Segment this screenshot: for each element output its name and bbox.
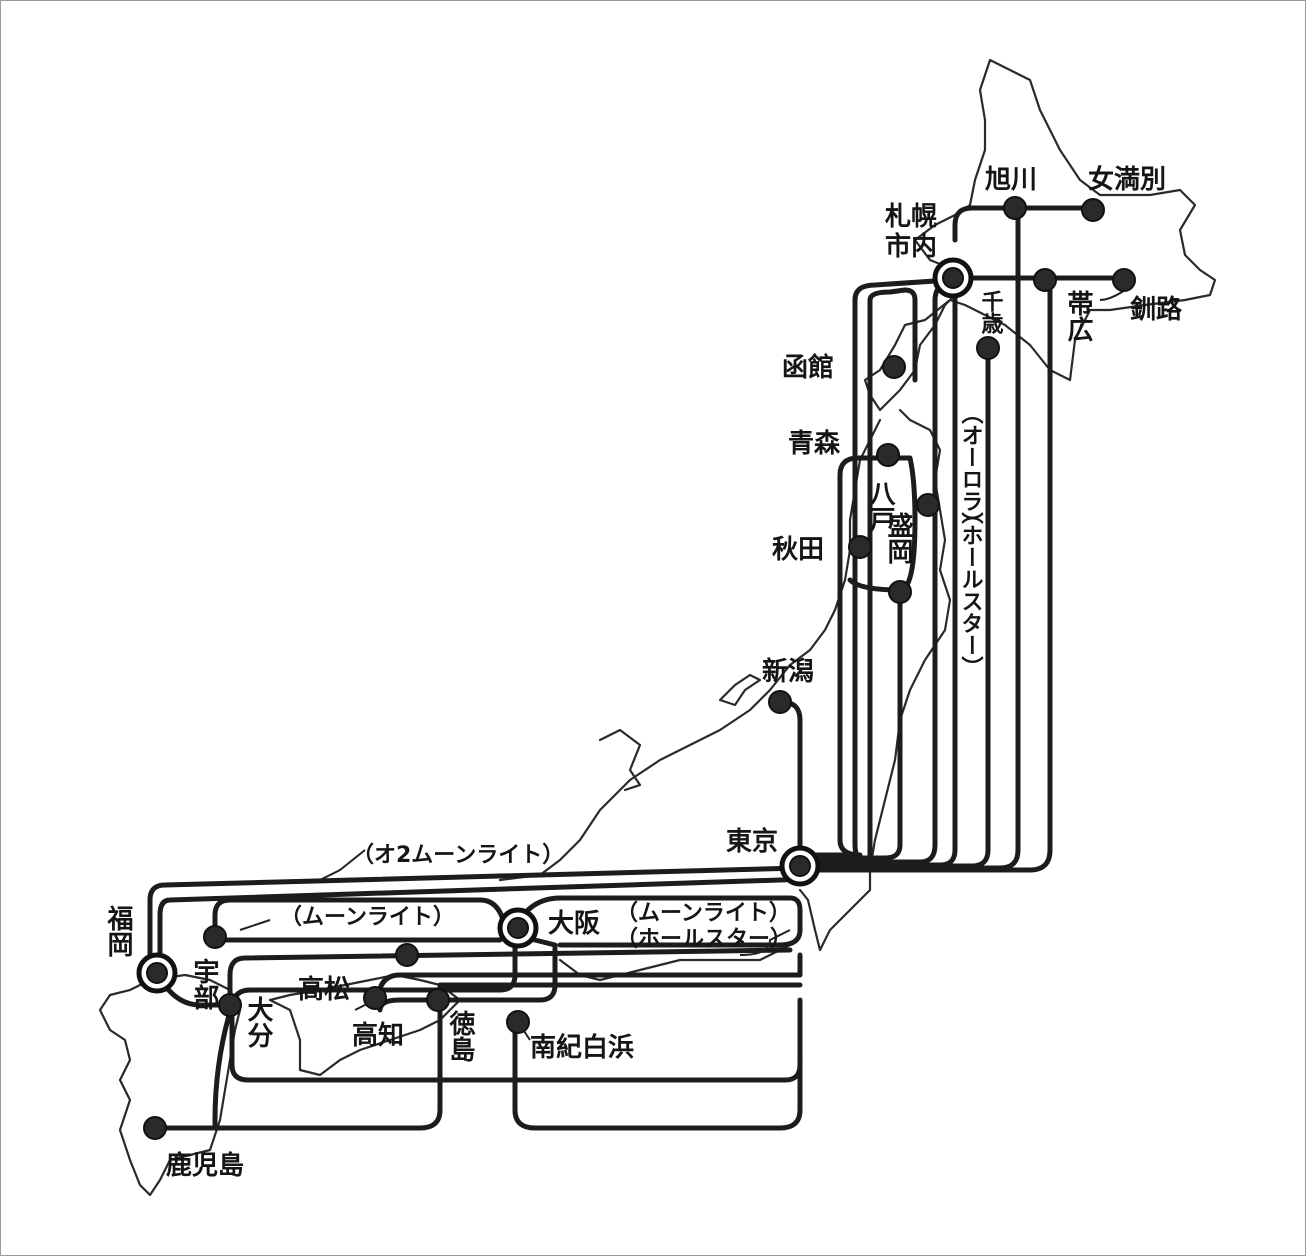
label-sapporo-1: 札幌 [885, 202, 937, 232]
label-route-aurora: （オーロラ） [958, 402, 984, 534]
leader-east [739, 929, 791, 956]
label-osaka: 大阪 [548, 909, 600, 939]
honshu-coast-north [498, 418, 882, 882]
labels: 旭川 女満別 札幌 市内 千歳 帯広 釧路 函館 青森 八戸 盛岡 秋田 新潟 … [103, 164, 1183, 1181]
station-takamatsu[interactable] [363, 986, 387, 1010]
label-route-moonlight-east: （ムーンライト） [616, 901, 791, 926]
station-asahikawa[interactable] [1003, 196, 1027, 220]
label-memanbetsu: 女満別 [1088, 164, 1166, 195]
label-kochi: 高知 [352, 1020, 404, 1051]
station-tokushima[interactable] [426, 988, 450, 1012]
station-memanbetsu[interactable] [1081, 198, 1105, 222]
label-kushiro: 釧路 [1130, 294, 1183, 325]
stations [143, 196, 1136, 1140]
label-obihiro: 帯広 [1063, 290, 1093, 343]
label-asahikawa: 旭川 [985, 165, 1037, 195]
route-sapporo-chitose-tokyo [797, 345, 991, 869]
label-route-polestar-east: （ホールスター） [616, 927, 792, 952]
route-tokyo-morioka [797, 587, 903, 861]
route-tokyo-hakodate [867, 287, 918, 863]
route-osaka-east [512, 895, 803, 948]
station-niigata[interactable] [768, 690, 792, 714]
hub-osaka[interactable] [497, 907, 539, 949]
label-ube: 宇部 [189, 958, 219, 1010]
label-route-moonlight: （ムーンライト） [280, 905, 455, 930]
label-chitose: 千歳 [978, 290, 1004, 335]
leader-moonlight [239, 919, 271, 931]
route-kagoshima-oita [212, 1002, 235, 1131]
label-route-polestar-north: （ホールスター） [958, 502, 984, 678]
label-morioka: 盛岡 [883, 511, 913, 564]
label-oita: 大分 [243, 996, 273, 1049]
station-chitose[interactable] [976, 336, 1000, 360]
label-tokushima: 徳島 [445, 1009, 476, 1063]
route-tokyo-ube [227, 947, 793, 1003]
label-aomori: 青森 [788, 429, 841, 459]
hub-fukuoka[interactable] [136, 952, 178, 994]
label-hakodate: 函館 [782, 352, 834, 383]
label-kagoshima: 鹿児島 [166, 1150, 244, 1181]
label-route-moonlight2: （オ2ムーンライト） [352, 843, 564, 868]
station-kushiro[interactable] [1112, 268, 1136, 292]
label-niigata: 新潟 [762, 656, 814, 687]
station-osaka-mid[interactable] [395, 943, 419, 967]
noto [598, 728, 642, 792]
route-tokyo-memanbetsu [797, 277, 1053, 873]
station-hachinohe[interactable] [916, 493, 940, 517]
station-hakodate[interactable] [882, 355, 906, 379]
label-sapporo-2: 市内 [885, 231, 937, 262]
hub-tokyo[interactable] [779, 845, 821, 887]
route-tokyo-sapporo-west [797, 277, 953, 863]
hubs [136, 257, 974, 994]
label-takamatsu: 高松 [298, 974, 350, 1005]
leader-moonlight2 [319, 849, 366, 881]
route-tokyo-shirahama [512, 1017, 803, 1131]
hub-sapporo[interactable] [932, 257, 974, 299]
route-hokkaido-main [952, 205, 1098, 243]
label-fukuoka: 福岡 [103, 905, 134, 957]
station-ube[interactable] [203, 925, 227, 949]
label-hachinohe: 八戸 [865, 480, 895, 533]
station-morioka[interactable] [888, 580, 912, 604]
label-tokyo: 東京 [726, 826, 778, 857]
route-tokyo-niigata [779, 699, 803, 863]
label-akita: 秋田 [772, 535, 824, 565]
station-kagoshima[interactable] [143, 1116, 167, 1140]
station-oita[interactable] [218, 993, 242, 1017]
route-moonlight [212, 897, 518, 943]
sado-island [718, 673, 762, 707]
station-akita[interactable] [848, 535, 872, 559]
station-obihiro[interactable] [1033, 268, 1057, 292]
route-tokyo-asahikawa [797, 205, 1021, 871]
kyushu-coast [98, 973, 242, 1197]
station-aomori[interactable] [876, 443, 900, 467]
station-shirahama[interactable] [506, 1010, 530, 1034]
label-shirahama: 南紀白浜 [530, 1032, 634, 1063]
route-moonlight2 [147, 865, 803, 973]
route-kagoshima [152, 997, 443, 1131]
